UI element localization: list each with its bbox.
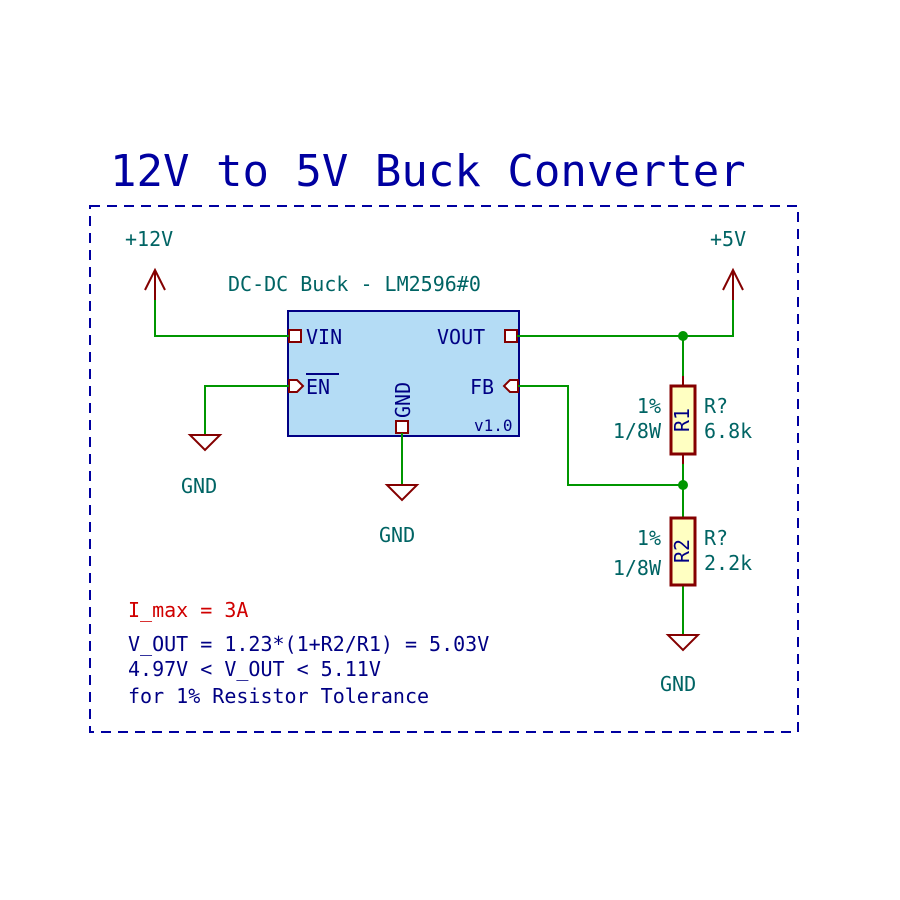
r2-power: 1/8W <box>613 556 662 580</box>
r1-value: 6.8k <box>704 419 752 443</box>
r1-power: 1/8W <box>613 419 662 443</box>
gnd-label-r2: GND <box>660 672 696 696</box>
ic-name: DC-DC Buck - LM2596#0 <box>228 272 481 296</box>
wire-en <box>204 385 289 435</box>
pin-vout-marker <box>504 329 518 343</box>
junction-fb <box>678 480 688 490</box>
resistor-r1 <box>669 376 697 464</box>
ic-version: v1.0 <box>474 416 513 435</box>
pin-fb-label: FB <box>470 375 494 399</box>
r1-tolerance: 1% <box>637 394 661 418</box>
note-range: 4.97V < V_OUT < 5.11V <box>128 657 381 681</box>
resistor-r2 <box>669 516 697 587</box>
pin-gnd-marker <box>395 420 409 434</box>
pin-vin-marker <box>288 329 302 343</box>
r1-designator: R? <box>704 394 728 418</box>
pin-fb-marker <box>502 379 519 393</box>
note-formula: V_OUT = 1.23*(1+R2/R1) = 5.03V <box>128 632 489 656</box>
r2-value: 2.2k <box>704 551 752 575</box>
power-12v-symbol <box>144 267 166 300</box>
note-tolerance: for 1% Resistor Tolerance <box>128 684 429 708</box>
gnd-symbol-r2 <box>665 634 701 652</box>
pin-vout-label: VOUT <box>437 325 485 349</box>
wire-vout <box>517 300 734 337</box>
pin-en-marker <box>288 379 305 393</box>
sheet-border <box>89 205 799 733</box>
power-5v-symbol <box>722 267 744 300</box>
junction-vout <box>678 331 688 341</box>
r2-ref: R2 <box>670 539 694 563</box>
gnd-label-en: GND <box>181 474 217 498</box>
gnd-symbol-en <box>187 434 223 452</box>
gnd-symbol-ic <box>384 484 420 502</box>
pin-vin-label: VIN <box>306 325 342 349</box>
pin-en-label: EN <box>306 375 330 399</box>
r1-ref: R1 <box>670 408 694 432</box>
schematic-title: 12V to 5V Buck Converter <box>110 146 746 197</box>
wire-fb <box>518 385 683 486</box>
r2-designator: R? <box>704 526 728 550</box>
power-12v-label: +12V <box>125 227 173 251</box>
r2-tolerance: 1% <box>637 526 661 550</box>
note-imax: I_max = 3A <box>128 598 248 622</box>
wire-vin <box>154 300 289 337</box>
power-5v-label: +5V <box>710 227 746 251</box>
pin-gnd-label: GND <box>391 382 415 418</box>
gnd-label-ic: GND <box>379 523 415 547</box>
